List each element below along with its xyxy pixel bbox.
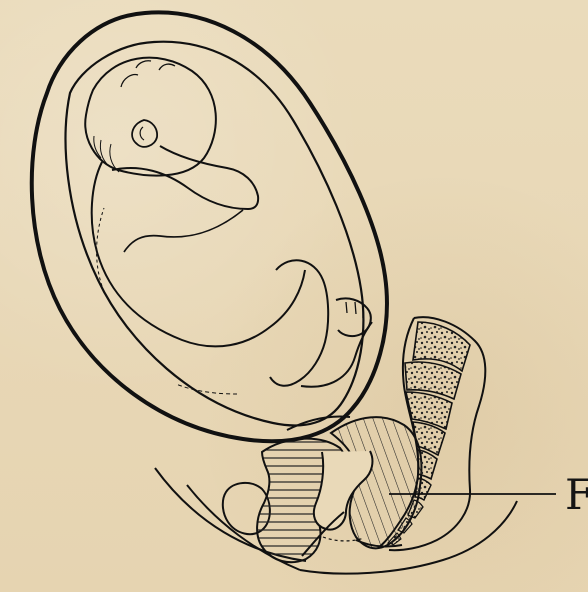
pelvis-and-bladder: [155, 417, 517, 574]
diagram-label: F: [565, 469, 588, 521]
uterus-outline: [32, 12, 387, 441]
fetus: [85, 58, 372, 394]
